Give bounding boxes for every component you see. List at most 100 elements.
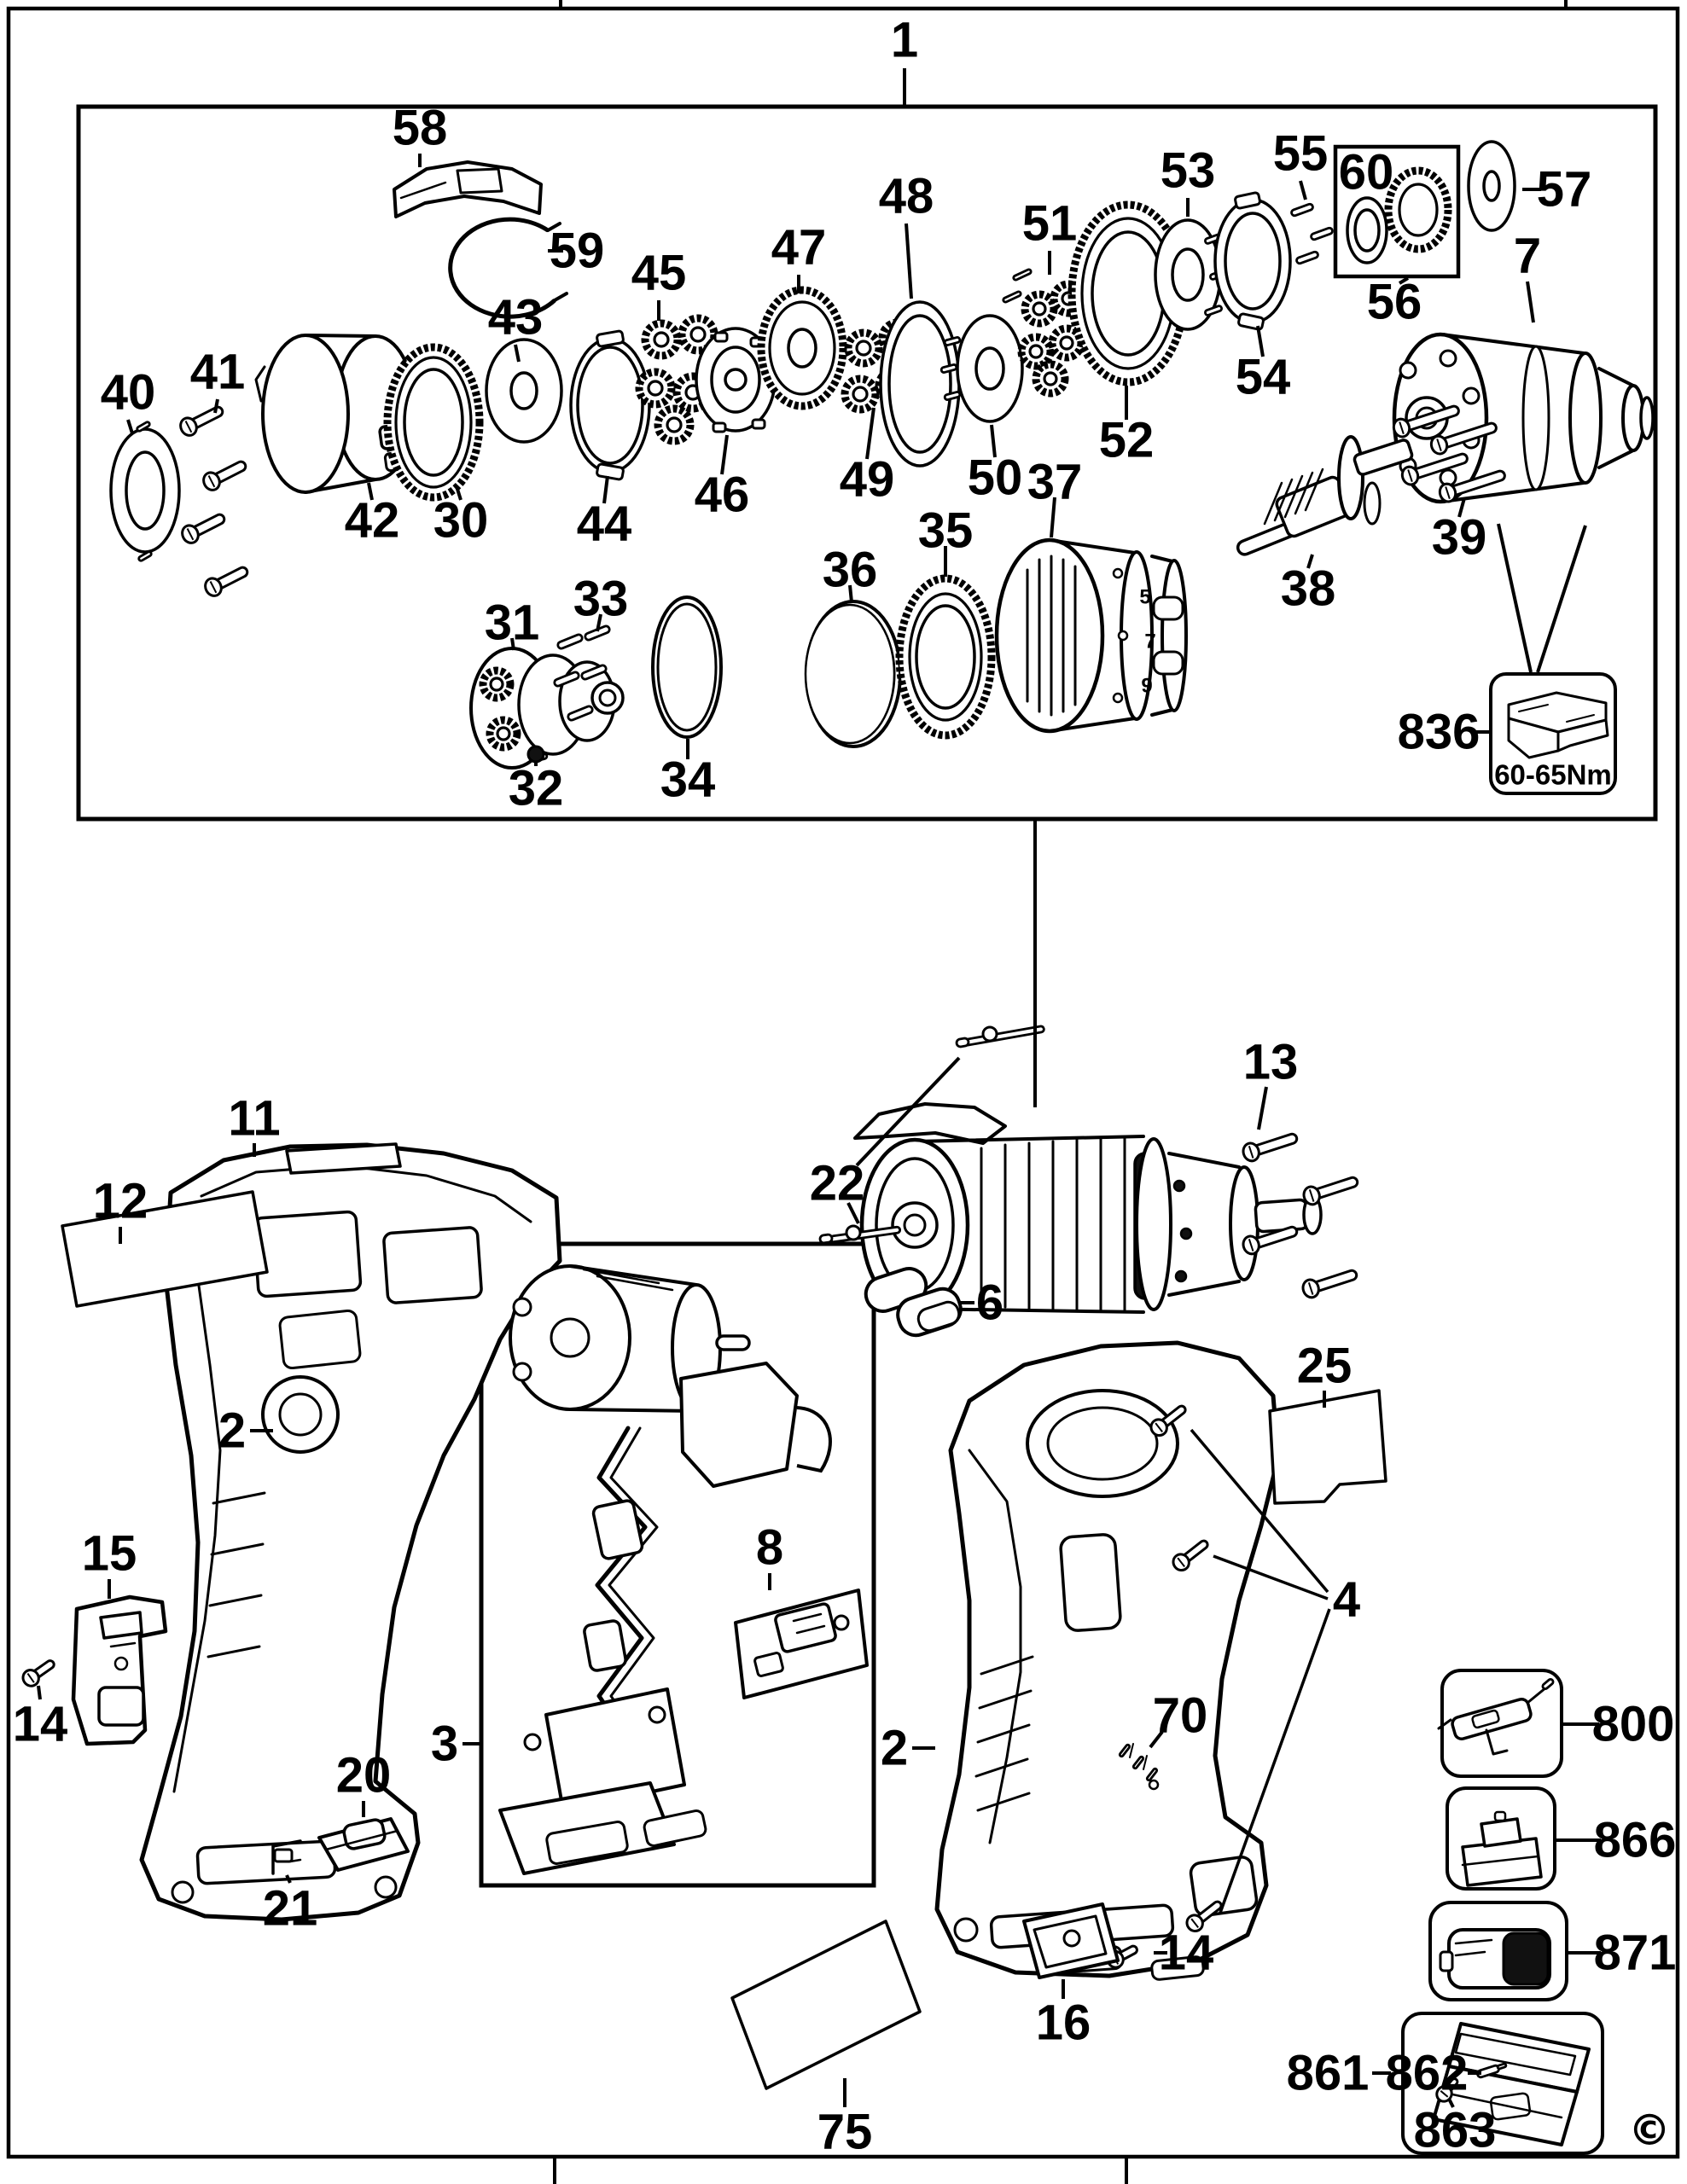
callout-6: 6 xyxy=(976,1275,1003,1331)
part-kit-box-861-drawing xyxy=(1432,2022,1591,2146)
part-ring-44-drawing xyxy=(569,329,651,481)
part-pins-55-drawing xyxy=(1290,202,1334,265)
callout-57: 57 xyxy=(1537,162,1592,218)
callout-4: 4 xyxy=(1333,1572,1360,1628)
part-pins-33-drawing xyxy=(553,624,611,722)
part-gearbox-assembly-1-drawing xyxy=(853,1102,1323,1314)
part-motor-assembly-3-drawing xyxy=(498,1264,832,1875)
motor-assembly-box xyxy=(479,1241,876,1888)
callout-836: 836 xyxy=(1398,705,1480,760)
part-bearing-set-60-drawing xyxy=(1346,166,1452,264)
callout-13: 13 xyxy=(1243,1035,1299,1090)
callout-16: 16 xyxy=(1036,1995,1091,2051)
callout-863: 863 xyxy=(1414,2103,1497,2158)
callout-22: 22 xyxy=(810,1156,865,1211)
callout-75: 75 xyxy=(817,2105,873,2160)
part-washer-57-drawing xyxy=(1467,140,1516,232)
part-screws-41-drawing xyxy=(179,405,249,597)
part-washer-43-drawing xyxy=(485,338,563,444)
callout-1: 1 xyxy=(891,13,918,68)
callout-21: 21 xyxy=(263,1881,318,1937)
part-screw-14-left-drawing xyxy=(21,1659,55,1687)
part-retainer-54-drawing xyxy=(1213,191,1292,331)
part-60-box xyxy=(1333,144,1461,279)
part-right-housing-2-drawing xyxy=(934,1340,1281,1981)
svg-text:5: 5 xyxy=(1139,586,1150,609)
part-carrier-46-drawing xyxy=(695,327,777,433)
callout-41: 41 xyxy=(190,345,246,400)
part-clip-21-drawing xyxy=(271,1839,302,1875)
callout-33: 33 xyxy=(573,572,629,627)
part-screws-13-drawing xyxy=(1242,1132,1359,1299)
callout-34: 34 xyxy=(660,752,716,808)
page-frame xyxy=(6,0,1680,2184)
svg-text:9: 9 xyxy=(1141,675,1152,698)
part-pin-22a-drawing xyxy=(818,1224,902,1245)
callout-36: 36 xyxy=(823,543,878,598)
callout-44: 44 xyxy=(577,497,632,552)
part-screws-4-drawing xyxy=(1149,1404,1223,1933)
callout-43: 43 xyxy=(488,290,544,346)
part-left-housing-2-drawing xyxy=(139,1142,562,1922)
part-battery-866-drawing xyxy=(1461,1810,1543,1887)
part-gear-47-drawing xyxy=(757,286,847,410)
callout-52: 52 xyxy=(1099,413,1155,468)
kit-861-box xyxy=(1401,2012,1604,2155)
callout-30: 30 xyxy=(433,493,489,549)
callout-871: 871 xyxy=(1594,1926,1677,1981)
callout-866: 866 xyxy=(1594,1813,1677,1868)
callout-49: 49 xyxy=(840,452,895,508)
callout-11: 11 xyxy=(228,1091,280,1147)
callout-862: 862 xyxy=(1386,2046,1469,2101)
callout-50: 50 xyxy=(968,450,1023,506)
part-sleeve-36-drawing xyxy=(804,600,902,748)
callout-35: 35 xyxy=(918,503,974,559)
callout-53: 53 xyxy=(1161,143,1216,199)
part-washer-48-drawing xyxy=(879,300,961,468)
callout-25: 25 xyxy=(1297,1339,1353,1394)
callout-7: 7 xyxy=(1514,229,1541,284)
part-selector-cover-58-drawing xyxy=(393,160,543,218)
callout-56: 56 xyxy=(1367,275,1422,330)
callout-2-left: 2 xyxy=(218,1403,246,1459)
part-ball-32-drawing xyxy=(526,745,545,764)
callout-47: 47 xyxy=(771,220,827,276)
callout-12: 12 xyxy=(93,1174,148,1229)
part-bearing-ring-40-drawing xyxy=(109,421,181,562)
part-bit-862-drawing xyxy=(1476,2062,1508,2079)
svg-text:7: 7 xyxy=(1144,630,1155,653)
part-belt-hook-15-drawing xyxy=(71,1594,168,1746)
part-label-sticker-11-drawing xyxy=(285,1142,402,1175)
part-spindle-38-drawing xyxy=(1236,435,1414,556)
part-bit-holder-16-drawing xyxy=(1022,1902,1120,1979)
part-screw-863-drawing xyxy=(1435,2077,1459,2103)
part-label-sticker-75-drawing xyxy=(730,1920,922,2090)
callout-45: 45 xyxy=(631,246,687,301)
callout-40: 40 xyxy=(101,365,156,421)
callout-51: 51 xyxy=(1022,196,1078,252)
callout-59: 59 xyxy=(550,224,605,279)
part-o-ring-34-drawing xyxy=(651,595,723,739)
callout-torque: 60-65Nm xyxy=(1494,759,1612,791)
part-cap-clip-6-drawing xyxy=(864,1267,963,1338)
part-ring-gear-35-drawing xyxy=(895,574,996,740)
callout-3: 3 xyxy=(431,1716,458,1772)
part-pcb-module-8-drawing xyxy=(734,1589,869,1699)
callout-14-left: 14 xyxy=(13,1697,68,1752)
part-slider-button-20-drawing xyxy=(317,1817,410,1872)
part-charger-871-drawing xyxy=(1439,1928,1551,1989)
callout-37: 37 xyxy=(1027,455,1083,510)
callout-55: 55 xyxy=(1273,126,1329,182)
callout-58: 58 xyxy=(393,101,448,156)
part-carrier-plate-50-drawing xyxy=(939,314,1024,423)
callout-14-right: 14 xyxy=(1159,1926,1214,1981)
part-screws-39-drawing xyxy=(1392,404,1506,503)
part-clutch-collar-37-drawing: 5 7 9 xyxy=(994,537,1188,734)
main-assembly-box xyxy=(76,104,1658,822)
callout-38: 38 xyxy=(1281,561,1336,617)
callout-8: 8 xyxy=(756,1520,783,1576)
part-ring-gear-30-drawing xyxy=(383,343,484,502)
copyright-symbol: © xyxy=(1628,2106,1671,2155)
callout-20: 20 xyxy=(336,1748,392,1804)
